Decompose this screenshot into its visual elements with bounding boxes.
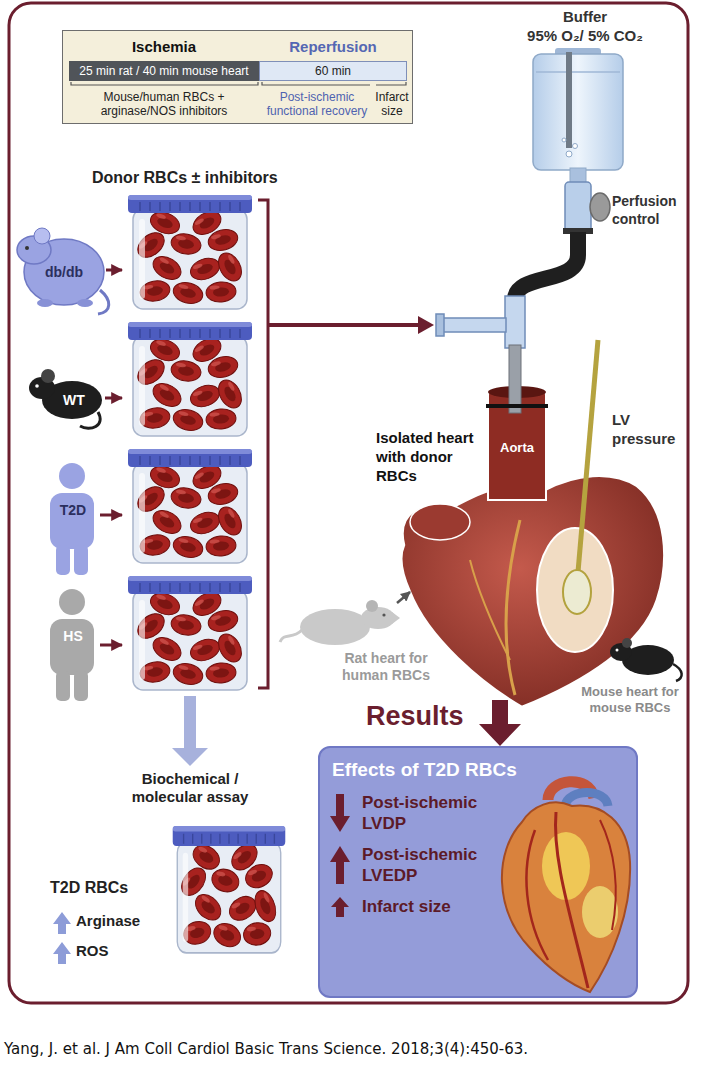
timeline-brackets: [71, 82, 406, 85]
text-block: 60 min: [260, 64, 406, 78]
hs-person: HS: [48, 588, 98, 703]
text-block-text: Post-ischemic LVDP: [362, 792, 492, 834]
text-block: Post-ischemic LVDP: [362, 792, 492, 834]
mouse-figure: [610, 638, 682, 681]
buffer-label-text: Buffer: [563, 8, 607, 26]
assay-label-text: Biochemical / molecular assay: [115, 770, 265, 806]
pressure-label-text: LV pressure: [612, 410, 680, 448]
gas-label: 95% O₂/ 5% CO₂: [505, 27, 665, 45]
donor-label: Donor RBCs ± inhibitors: [92, 168, 302, 187]
text-block: HS: [48, 628, 98, 645]
text-block-text: Post-ischemic LVEDP: [362, 844, 492, 886]
text-block: Mouse/human RBCs + arginase/NOS inhibito…: [71, 90, 257, 118]
assay-result: ROS: [76, 942, 136, 960]
rat-label: Rat heart for human RBCs: [326, 650, 446, 684]
text-block: Effects of T2D RBCs: [332, 758, 582, 781]
timeline-panel: Ischemia ReperfusionMouse/human RBCs + ar…: [62, 30, 413, 124]
text-block: Aorta: [488, 440, 546, 456]
text-block-text: db/db: [45, 264, 83, 281]
reperfusion-band: 60 min: [259, 61, 407, 81]
assay-result: Arginase: [76, 912, 166, 930]
text-block-text: Aorta: [500, 440, 534, 456]
citation-caption-text: Yang, J. et al. J Am Coll Cardiol Basic …: [4, 1040, 528, 1059]
text-block: WT: [46, 392, 102, 409]
text-block-text: Post-ischemic functional recovery: [261, 90, 373, 118]
donor-animals: [17, 228, 109, 701]
assay-jar: [173, 826, 286, 953]
citation-caption: Yang, J. et al. J Am Coll Cardiol Basic …: [4, 1040, 699, 1059]
dbdb-mouse: db/db: [24, 238, 104, 306]
text-block-text: Infarct size: [362, 896, 451, 917]
effect-arrows: [330, 794, 350, 917]
pressure-label: LV pressure: [612, 410, 680, 448]
isolated-heart: [401, 340, 664, 707]
text-block: Infarct size: [362, 896, 492, 917]
text-block-text: T2D: [60, 502, 86, 519]
results-box: Effects of T2D RBCsPost-ischemic LVDP Pos…: [318, 746, 638, 998]
assay-sample-label: T2D RBCs: [50, 878, 160, 897]
text-block-text: Ischemia: [132, 38, 196, 56]
text-block: Ischemia: [69, 38, 259, 56]
text-block-text: Reperfusion: [289, 38, 377, 56]
text-block-text: Infarct size: [373, 90, 411, 118]
valve-label-text: Perfusion control: [612, 192, 684, 228]
text-block: Reperfusion: [259, 38, 407, 56]
results-heading-text: Results: [366, 700, 464, 732]
text-block-text: 25 min rat / 40 min mouse heart: [79, 64, 248, 78]
assay-label: Biochemical / molecular assay: [115, 770, 265, 806]
text-block-text: Mouse/human RBCs + arginase/NOS inhibito…: [71, 90, 257, 118]
text-block: Isolated heart with donor RBCs: [376, 428, 488, 485]
valve-label: Perfusion control: [612, 192, 684, 228]
text-block-text: Isolated heart with donor RBCs: [376, 428, 488, 485]
t2d-person: T2D: [48, 462, 98, 577]
gas-label-text: 95% O₂/ 5% CO₂: [527, 27, 643, 45]
text-block-text: 60 min: [315, 64, 351, 78]
mouse-label-text: Mouse heart for mouse RBCs: [576, 684, 684, 716]
perfusion-apparatus: [436, 48, 623, 348]
rat-label-text: Rat heart for human RBCs: [326, 650, 446, 684]
infarcted-heart: [502, 782, 630, 992]
text-block: 25 min rat / 40 min mouse heart: [69, 64, 259, 78]
increase-arrows: [53, 912, 71, 964]
flow-arrow: [479, 700, 521, 746]
rat-figure: [280, 592, 410, 645]
assay-arrow: [172, 696, 208, 766]
buffer-label: Buffer: [515, 8, 655, 26]
assay-result-text: Arginase: [76, 912, 140, 930]
mouse-label: Mouse heart for mouse RBCs: [576, 684, 684, 716]
frame: [9, 3, 688, 1003]
text-block-text: HS: [63, 628, 82, 645]
donor-label-text: Donor RBCs ± inhibitors: [92, 168, 278, 187]
assay-sample-label-text: T2D RBCs: [50, 878, 128, 897]
wt-mouse: WT: [46, 384, 102, 418]
text-block: Post-ischemic functional recovery: [261, 90, 373, 118]
transfer-arrows: [100, 270, 122, 645]
donor-jars: [128, 195, 252, 690]
text-block: db/db: [34, 264, 94, 281]
assay-result-text: ROS: [76, 942, 109, 960]
text-block-text: Effects of T2D RBCs: [332, 758, 517, 781]
text-block: Post-ischemic LVEDP: [362, 844, 492, 886]
ischemia-band: 25 min rat / 40 min mouse heart: [69, 61, 259, 81]
text-block: T2D: [48, 502, 98, 519]
results-heading: Results: [366, 700, 478, 732]
text-block-text: WT: [63, 392, 85, 409]
text-block: Infarct size: [373, 90, 411, 118]
